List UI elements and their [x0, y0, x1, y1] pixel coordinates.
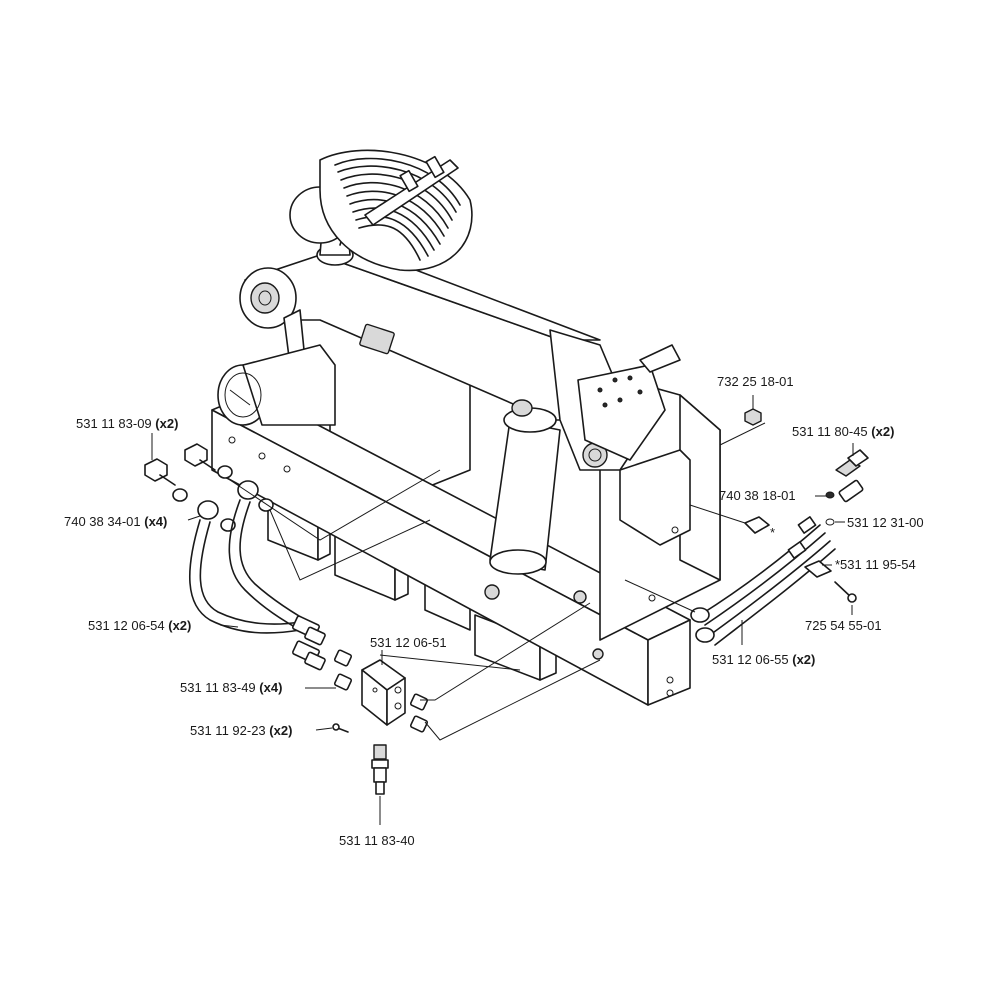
- fan-drum: [289, 149, 473, 272]
- label-531-12-06-51: 531 12 06-51: [370, 635, 447, 650]
- label-531-11-83-40: 531 11 83-40: [339, 833, 415, 848]
- label-531-12-06-54: 531 12 06-54 (x2): [88, 618, 191, 633]
- label-531-11-83-09: 531 11 83-09 (x2): [76, 416, 178, 431]
- label-531-11-95-54: *531 11 95-54: [835, 557, 916, 572]
- label-531-11-92-23: 531 11 92-23 (x2): [190, 723, 292, 738]
- left-hydraulics: [144, 443, 429, 795]
- label-740-38-34-01: 740 38 34-01 (x4): [64, 514, 167, 529]
- label-531-11-83-49: 531 11 83-49 (x4): [180, 680, 282, 695]
- asterisk-mark: *: [770, 525, 775, 540]
- main-frame: [211, 204, 721, 706]
- part-labels: 732 25 18-01 531 11 80-45 (x2) 740 38 18…: [64, 374, 924, 848]
- label-531-11-80-45: 531 11 80-45 (x2): [792, 424, 894, 439]
- right-hydraulics: [690, 408, 869, 646]
- label-531-12-06-55: 531 12 06-55 (x2): [712, 652, 815, 667]
- label-732-25-18-01: 732 25 18-01: [717, 374, 794, 389]
- leader-lines: [151, 395, 854, 825]
- label-740-38-18-01: 740 38 18-01: [719, 488, 796, 503]
- label-531-12-31-00: 531 12 31-00: [847, 515, 924, 530]
- label-725-54-55-01: 725 54 55-01: [805, 618, 882, 633]
